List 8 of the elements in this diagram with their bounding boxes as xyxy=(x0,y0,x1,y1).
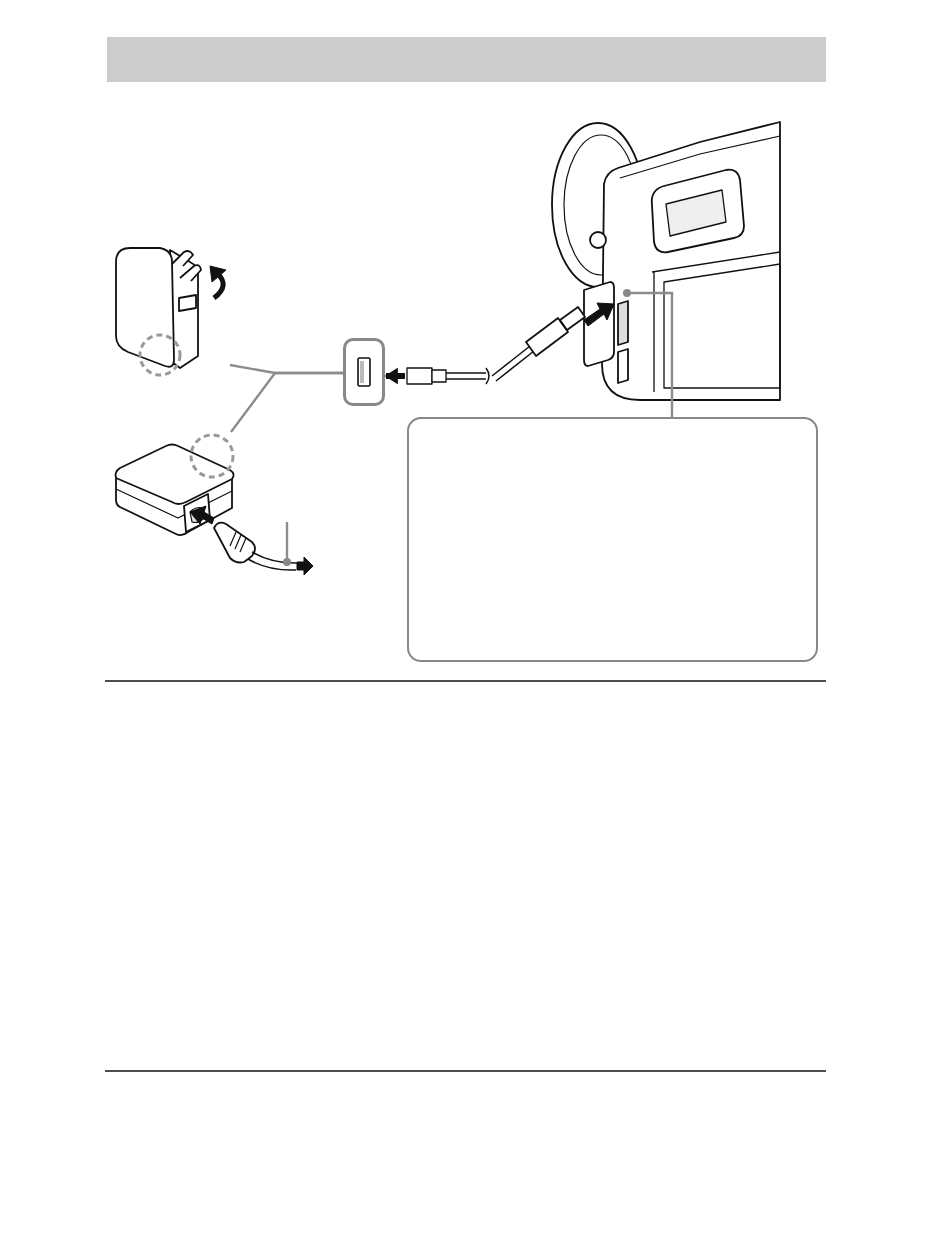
leader-line xyxy=(230,371,343,433)
port-callout-box xyxy=(343,338,385,406)
cord-dot xyxy=(283,558,291,566)
arrow xyxy=(384,369,405,383)
callout-box xyxy=(407,417,818,662)
port-dot xyxy=(623,289,631,297)
leader-line xyxy=(285,522,289,558)
leader-line xyxy=(631,291,674,417)
